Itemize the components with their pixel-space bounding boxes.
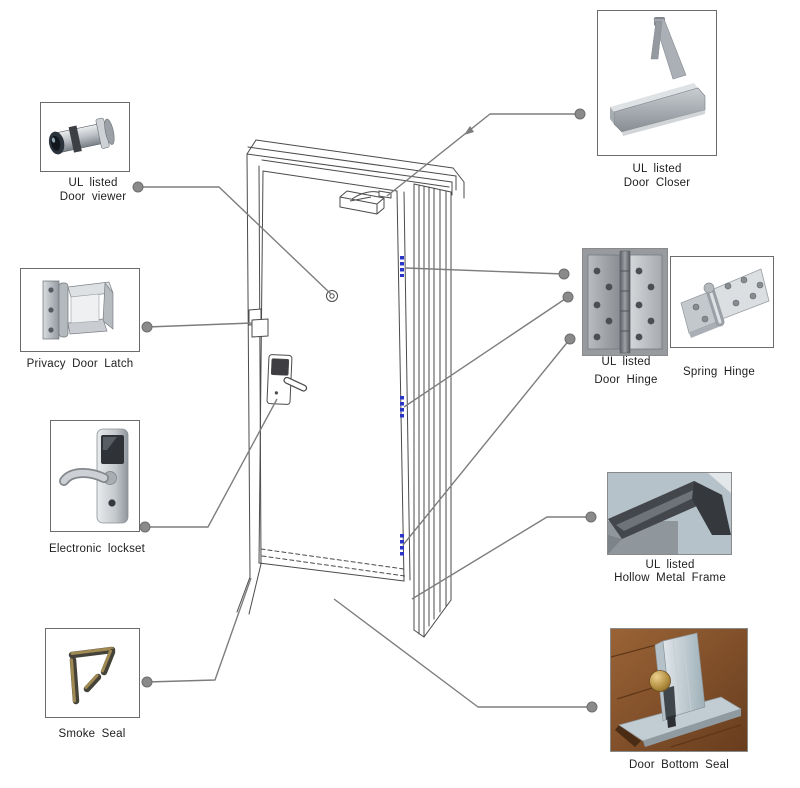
privacy-latch-drawing <box>248 308 269 338</box>
hollow-metal-frame-label-line2: Hollow Metal Frame <box>614 572 726 584</box>
callout-dot <box>564 333 576 345</box>
door-closer-label-line2: Door Closer <box>623 177 691 189</box>
door-closer-drawing <box>339 190 392 215</box>
door-hinge-label-line1: UL listed <box>601 356 651 368</box>
door-viewer-label-line2: Door viewer <box>59 191 127 203</box>
door-viewer-label-line1: UL listed <box>68 177 118 189</box>
privacy-latch-label: Privacy Door Latch <box>26 358 134 370</box>
door-hinge-illustration <box>583 249 667 355</box>
callout-line-hinge-middle <box>403 296 569 408</box>
callout-dot <box>139 521 151 533</box>
callout-line-door-closer <box>386 113 580 197</box>
callout-line-hinge-top <box>405 267 565 275</box>
smoke-seal-image <box>45 628 140 718</box>
callout-line-frame <box>411 516 591 600</box>
callout-lines <box>138 113 592 708</box>
peephole-drawing <box>326 290 338 302</box>
callout-dot <box>558 268 570 280</box>
callout-dot <box>141 676 153 688</box>
spring-hinge-illustration <box>680 268 770 338</box>
door-hinge-image <box>582 248 668 356</box>
callout-dot <box>574 108 586 120</box>
privacy-latch-image <box>20 268 140 352</box>
hollow-metal-frame-illustration <box>608 473 731 554</box>
door-closer-image <box>597 10 717 156</box>
door-viewer-illustration <box>48 117 115 155</box>
lockset-drawing <box>266 354 308 405</box>
callout-dot <box>132 181 144 193</box>
door-bottom-seal-label: Door Bottom Seal <box>629 759 729 771</box>
door-drawing <box>236 139 465 638</box>
door-hinge-label-line2: Door Hinge <box>594 374 658 386</box>
spring-hinge-label: Spring Hinge <box>683 366 755 378</box>
callout-line-hinge-bottom <box>402 338 571 546</box>
smoke-seal-illustration <box>68 646 116 705</box>
smoke-seal-label: Smoke Seal <box>58 728 126 740</box>
door-closer-illustration <box>610 17 706 136</box>
door-bottom-seal-image <box>610 628 748 752</box>
closer-line-arrowhead <box>464 126 474 135</box>
callout-line-bottom-seal <box>333 598 592 708</box>
callout-dot <box>585 511 597 523</box>
door-bottom-seal-illustration <box>611 629 747 751</box>
callout-line-door-viewer <box>138 186 332 295</box>
door-viewer-image <box>40 102 130 172</box>
callout-line-smoke-seal <box>146 577 252 683</box>
spring-hinge-image <box>670 256 774 348</box>
callout-dot <box>141 321 153 333</box>
privacy-latch-illustration <box>42 280 114 340</box>
hollow-metal-frame-image <box>607 472 732 555</box>
callout-line-privacy-latch <box>146 322 253 328</box>
electronic-lockset-illustration <box>59 428 129 524</box>
electronic-lockset-image <box>50 420 140 532</box>
hollow-metal-frame-label-line1: UL listed <box>645 559 695 571</box>
door-closer-label-line1: UL listed <box>632 163 682 175</box>
electronic-lockset-label: Electronic lockset <box>48 543 146 555</box>
callout-dot <box>586 701 598 713</box>
callout-dot <box>562 291 574 303</box>
callout-line-lockset <box>145 398 278 528</box>
callout-dots <box>132 108 598 713</box>
